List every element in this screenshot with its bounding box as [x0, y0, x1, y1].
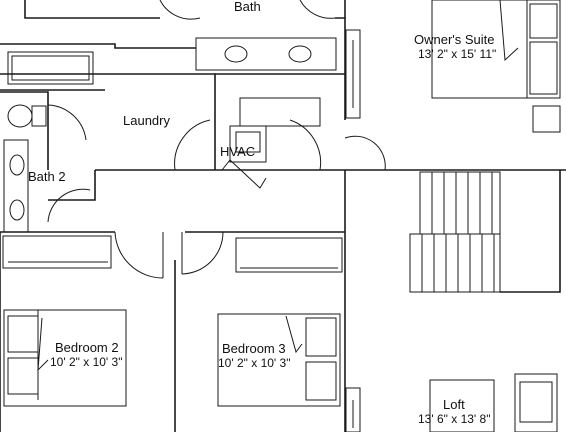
loft-sofa	[514, 373, 558, 432]
bedroom2-furniture	[2, 235, 127, 407]
bath2-fixtures	[0, 91, 91, 233]
loft-furniture	[345, 373, 558, 432]
bath-label: Bath	[234, 0, 261, 14]
bathtub	[7, 51, 94, 85]
owners-suite-dimensions: 13' 2" x 15' 11"	[418, 47, 497, 61]
loft-dimensions: 13' 6" x 13' 8"	[418, 412, 491, 426]
master-bath-fixtures	[0, 0, 346, 120]
bedroom3-label: Bedroom 3	[222, 341, 286, 356]
bedroom2-label: Bedroom 2	[55, 340, 119, 355]
bedroom3-furniture	[217, 237, 343, 407]
hvac-label: HVAC	[220, 144, 256, 159]
laundry-label: Laundry	[123, 113, 170, 128]
bedroom3-dimensions: 10' 2" x 10' 3"	[218, 356, 291, 370]
hvac-closet	[174, 73, 345, 189]
owners-suite-label: Owner's Suite	[414, 32, 495, 47]
bedroom3-bed	[217, 313, 341, 407]
stairs	[409, 169, 566, 293]
owners-suite-furniture	[344, 0, 561, 171]
owners-bed	[431, 0, 528, 99]
loft-label: Loft	[443, 397, 465, 412]
bath2-label: Bath 2	[28, 169, 66, 184]
bedroom2-dimensions: 10' 2" x 10' 3"	[50, 355, 123, 369]
